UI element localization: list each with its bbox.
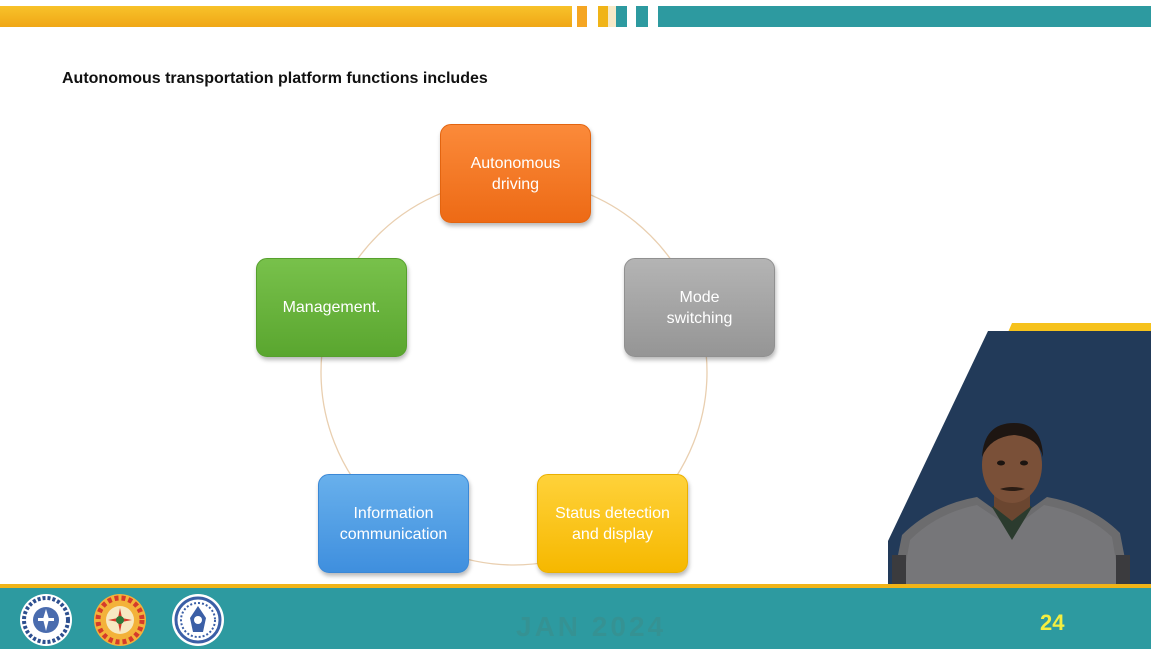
cycle-node-status-detection: Status detection and display: [537, 474, 688, 573]
presenter-video: [892, 423, 1130, 585]
banner-stripe: [608, 6, 616, 27]
banner-stripe: [598, 6, 608, 27]
watermark-date: JAN 2024: [516, 611, 667, 642]
top-banner-orange: [0, 6, 572, 27]
banner-stripe: [577, 6, 587, 27]
page-number: 24: [1040, 610, 1065, 635]
banner-stripe: [616, 6, 627, 27]
node-label: Autonomous driving: [470, 154, 561, 193]
institute-emblem-icon: [94, 594, 146, 646]
cycle-node-autonomous-driving: Autonomous driving: [440, 124, 591, 223]
top-banner-teal: [658, 6, 1151, 27]
node-label: Information communication: [339, 504, 448, 543]
nptel-logo-icon: [172, 594, 224, 646]
slide-title: Autonomous transportation platform funct…: [62, 70, 488, 87]
node-label: Management.: [282, 299, 381, 316]
cycle-node-information-communication: Information communication: [318, 474, 469, 573]
node-label: Status detection and display: [555, 504, 670, 543]
banner-stripe: [636, 6, 648, 27]
iit-kharagpur-logo-icon: [20, 594, 72, 646]
cycle-node-mode-switching: Mode switching: [624, 258, 775, 357]
cycle-node-management: Management.: [256, 258, 407, 357]
footer-accent-line: [0, 584, 1151, 588]
node-label: Mode switching: [666, 288, 733, 327]
